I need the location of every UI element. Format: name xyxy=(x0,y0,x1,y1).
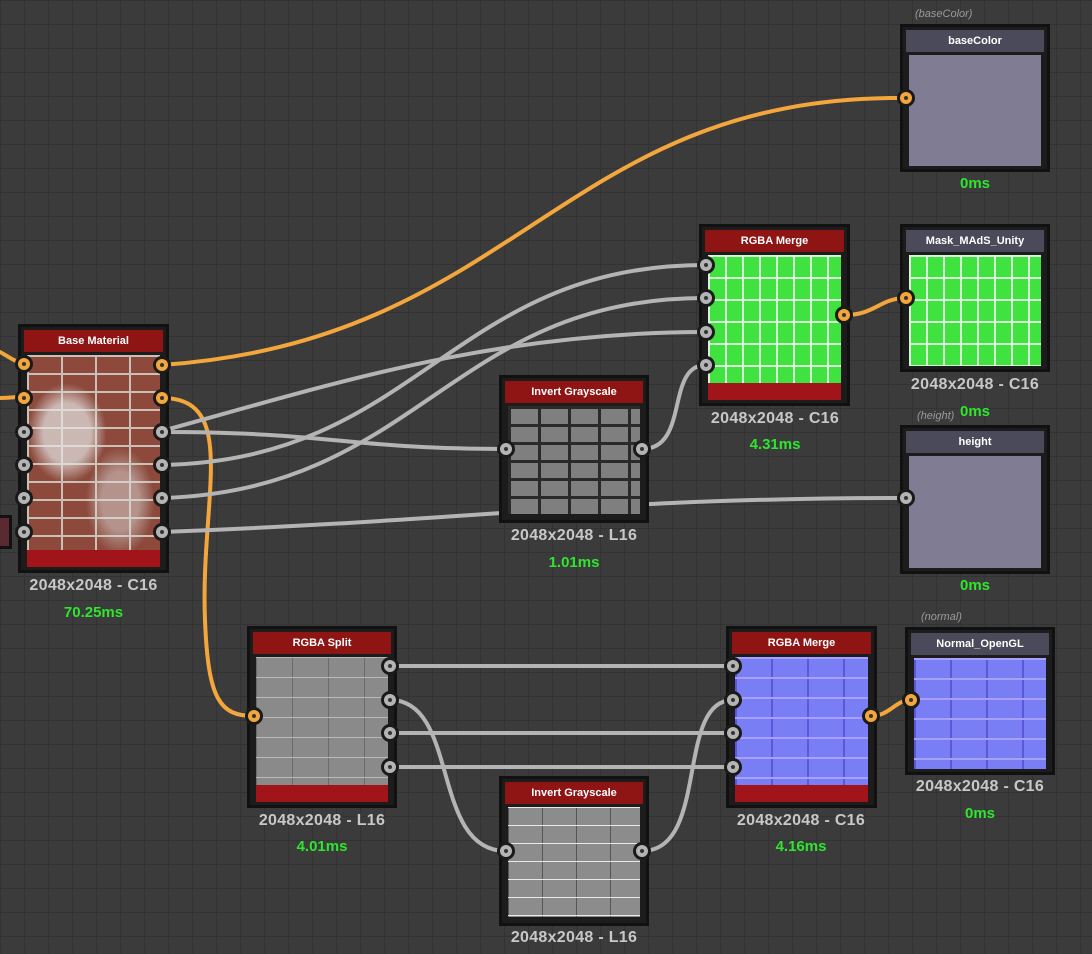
output-port-roughness[interactable] xyxy=(153,456,171,474)
output-caption: (normal) xyxy=(921,611,962,623)
node-resolution: 2048x2048 - C16 xyxy=(915,778,1045,795)
input-port-a[interactable] xyxy=(697,356,715,374)
node-thumbnail xyxy=(508,406,640,514)
node-timing: 0ms xyxy=(964,805,996,822)
node-invert-grayscale-bottom[interactable]: Invert Grayscale xyxy=(499,776,649,926)
output-port[interactable] xyxy=(835,306,853,324)
wire-invert-to-merge-g[interactable] xyxy=(640,698,735,853)
node-title: RGBA Merge xyxy=(705,230,844,252)
input-port-r[interactable] xyxy=(724,657,742,675)
input-port-b[interactable] xyxy=(697,323,715,341)
input-port[interactable] xyxy=(245,707,263,725)
node-thumbnail xyxy=(909,456,1041,568)
wire-invert-to-merge-a[interactable] xyxy=(640,363,708,451)
input-port-4[interactable] xyxy=(15,456,33,474)
node-resolution: 2048x2048 - C16 xyxy=(29,577,158,594)
output-port-g[interactable] xyxy=(381,691,399,709)
input-port[interactable] xyxy=(497,440,515,458)
node-timing: 4.01ms xyxy=(296,838,348,855)
output-port[interactable] xyxy=(633,842,651,860)
node-title: height xyxy=(906,431,1044,453)
node-resolution: 2048x2048 - L16 xyxy=(258,812,386,829)
input-port-b[interactable] xyxy=(724,724,742,742)
wire-base-to-split[interactable] xyxy=(160,396,256,718)
output-port[interactable] xyxy=(633,440,651,458)
node-thumbnail xyxy=(735,657,868,785)
node-title: Mask_MAdS_Unity xyxy=(906,230,1044,252)
node-title: Base Material xyxy=(24,330,163,352)
output-port-a[interactable] xyxy=(381,758,399,776)
node-rgba-split[interactable]: RGBA Split xyxy=(247,626,397,808)
node-thumbnail xyxy=(909,255,1041,366)
node-resolution: 2048x2048 - C16 xyxy=(710,410,840,427)
node-resolution: 2048x2048 - C16 xyxy=(910,376,1040,393)
output-port-r[interactable] xyxy=(381,657,399,675)
node-title: RGBA Merge xyxy=(732,632,871,654)
node-resolution: 2048x2048 - L16 xyxy=(510,929,638,946)
node-normal-output[interactable]: Normal_OpenGL xyxy=(905,627,1055,775)
node-title: Invert Grayscale xyxy=(505,782,643,804)
wire-base-to-merge-g[interactable] xyxy=(160,296,708,500)
node-footer xyxy=(27,550,160,567)
node-title: Invert Grayscale xyxy=(505,381,643,403)
node-mask-output[interactable]: Mask_MAdS_Unity xyxy=(900,224,1050,372)
node-footer xyxy=(708,383,841,400)
input-port-r[interactable] xyxy=(697,256,715,274)
node-thumbnail xyxy=(914,658,1046,769)
node-thumbnail xyxy=(508,807,640,917)
node-thumbnail xyxy=(708,255,841,383)
node-timing: 0ms xyxy=(959,403,991,420)
output-port-basecolor[interactable] xyxy=(153,356,171,374)
node-height-output[interactable]: height xyxy=(900,425,1050,574)
wire-split-g[interactable] xyxy=(388,698,508,853)
node-timing: 1.01ms xyxy=(548,554,600,571)
input-port[interactable] xyxy=(497,842,515,860)
node-resolution: 2048x2048 - L16 xyxy=(510,527,638,544)
input-port-3[interactable] xyxy=(15,423,33,441)
node-timing: 70.25ms xyxy=(63,604,124,621)
output-port-b[interactable] xyxy=(381,724,399,742)
output-port[interactable] xyxy=(862,707,880,725)
input-port[interactable] xyxy=(897,489,915,507)
node-timing: 0ms xyxy=(959,175,991,192)
node-timing: 0ms xyxy=(959,577,991,594)
node-footer xyxy=(735,785,868,802)
output-port-metallic[interactable] xyxy=(153,489,171,507)
input-port[interactable] xyxy=(897,289,915,307)
node-thumbnail xyxy=(256,657,388,785)
output-port-normal[interactable] xyxy=(153,389,171,407)
node-rgba-merge-top[interactable]: RGBA Merge xyxy=(699,224,850,406)
output-caption: (baseColor) xyxy=(915,8,973,20)
node-footer xyxy=(256,785,388,802)
input-port[interactable] xyxy=(897,89,915,107)
output-caption: (height) xyxy=(917,410,955,422)
node-invert-grayscale-top[interactable]: Invert Grayscale xyxy=(499,375,649,523)
input-port-6[interactable] xyxy=(15,523,33,541)
input-port[interactable] xyxy=(902,691,920,709)
output-port-height[interactable] xyxy=(153,523,171,541)
input-port-g[interactable] xyxy=(724,691,742,709)
node-thumbnail xyxy=(909,55,1041,166)
node-base-material[interactable]: Base Material xyxy=(18,324,169,573)
wire-base-to-merge-r[interactable] xyxy=(160,263,708,467)
node-basecolor-output[interactable]: baseColor xyxy=(900,24,1050,172)
node-title: Normal_OpenGL xyxy=(911,633,1049,655)
node-title: baseColor xyxy=(906,30,1044,52)
output-port-ao[interactable] xyxy=(153,423,171,441)
offscreen-node[interactable] xyxy=(0,515,12,549)
node-timing: 4.16ms xyxy=(775,838,827,855)
node-timing: 4.31ms xyxy=(749,436,801,453)
input-port-g[interactable] xyxy=(697,289,715,307)
input-port-2[interactable] xyxy=(15,389,33,407)
node-thumbnail xyxy=(27,355,160,550)
wire-base-to-invert[interactable] xyxy=(160,430,508,451)
input-port-5[interactable] xyxy=(15,489,33,507)
node-resolution: 2048x2048 - C16 xyxy=(736,812,866,829)
node-title: RGBA Split xyxy=(253,632,391,654)
input-port-1[interactable] xyxy=(15,355,33,373)
input-port-a[interactable] xyxy=(724,758,742,776)
wire-basecolor[interactable] xyxy=(160,95,908,367)
node-rgba-merge-bottom[interactable]: RGBA Merge xyxy=(726,626,877,808)
